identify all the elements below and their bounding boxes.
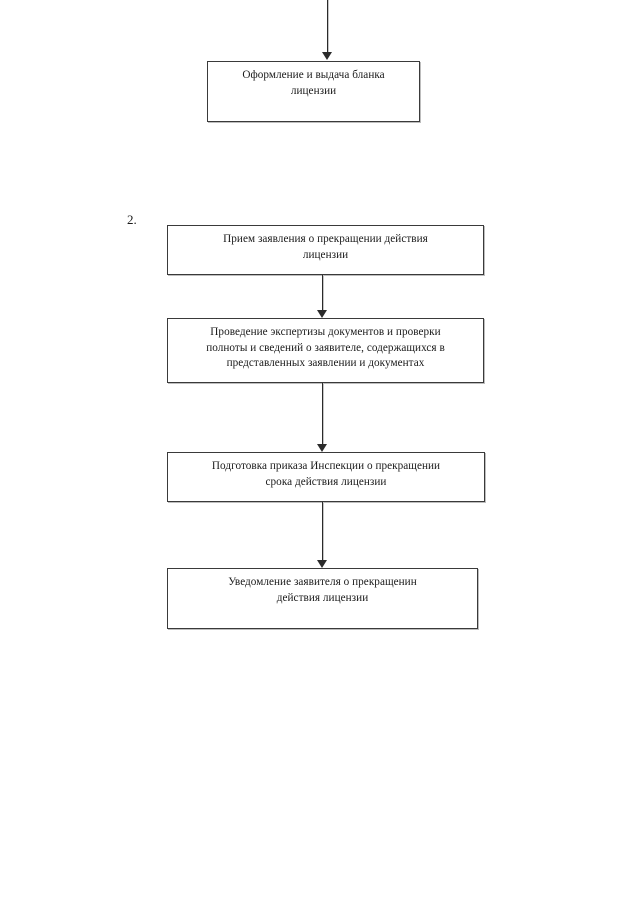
section-number-label: 2. [127, 212, 137, 227]
arrow-down-icon-accept-to-expertise [317, 275, 328, 318]
flow-box-order-preparation-label: Подготовка приказа Инспекции о прекращен… [211, 460, 441, 488]
arrow-down-icon-into-license-form [322, 0, 333, 60]
arrow-shaft [322, 275, 323, 310]
flow-box-license-form: Оформление и выдача бланка лицензии [207, 61, 420, 122]
arrow-head [317, 560, 327, 568]
flow-box-accept-application-label: Прием заявления о прекращении действия л… [223, 233, 428, 261]
arrow-down-icon-expertise-to-order [317, 383, 328, 452]
arrow-head [317, 444, 327, 452]
arrow-head [317, 310, 327, 318]
arrow-shaft [322, 383, 323, 444]
arrow-down-icon-order-to-notify [317, 502, 328, 568]
flow-box-expertise-label: Проведение экспертизы документов и прове… [206, 326, 445, 369]
flow-box-notify-applicant-label: Уведомление заявителя о прекращенин дейс… [228, 576, 417, 604]
flow-box-accept-application: Прием заявления о прекращении действия л… [167, 225, 484, 275]
arrow-shaft [322, 502, 323, 560]
flow-box-expertise: Проведение экспертизы документов и прове… [167, 318, 484, 383]
flow-box-license-form-label: Оформление и выдача бланка лицензии [242, 69, 385, 97]
arrow-head [322, 52, 332, 60]
flow-box-order-preparation: Подготовка приказа Инспекции о прекращен… [167, 452, 485, 502]
flow-box-notify-applicant: Уведомление заявителя о прекращенин дейс… [167, 568, 478, 629]
arrow-shaft [327, 0, 328, 52]
